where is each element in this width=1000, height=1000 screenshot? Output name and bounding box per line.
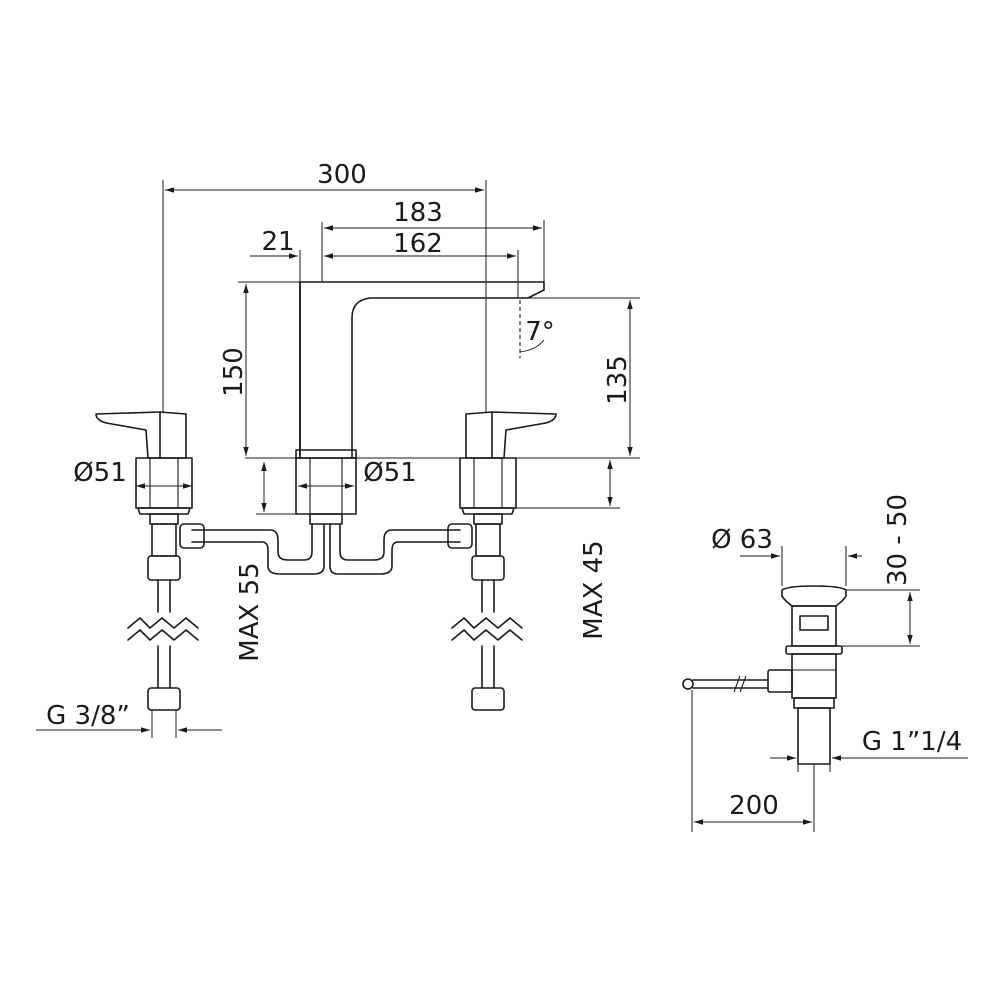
dim-135: 135 bbox=[603, 355, 633, 405]
dim-150: 150 bbox=[219, 347, 249, 397]
left-handle bbox=[95, 411, 193, 525]
dim-183: 183 bbox=[393, 198, 443, 228]
rod-knob bbox=[682, 678, 694, 690]
left-supply-pipe bbox=[127, 523, 199, 711]
dim-g38: G 3/8” bbox=[46, 701, 130, 731]
dim-angle: 7° bbox=[525, 317, 555, 347]
dim-300: 300 bbox=[317, 160, 367, 190]
waste-dimensions: Ø 63 30 - 50 G 1”1/4 200 bbox=[691, 494, 968, 832]
dim-rod-length: 200 bbox=[729, 791, 779, 821]
dim-dia-left: Ø51 bbox=[73, 458, 127, 488]
connecting-hoses bbox=[179, 523, 473, 575]
dim-dia-spout: Ø51 bbox=[363, 458, 417, 488]
spout-body bbox=[295, 281, 545, 525]
tap-dimensions: 300 183 162 21 150 135 7° Ø51 Ø51 bbox=[36, 160, 640, 738]
dim-waste-thread: G 1”1/4 bbox=[862, 727, 962, 757]
dim-162: 162 bbox=[393, 229, 443, 259]
dim-waste-range: 30 - 50 bbox=[883, 494, 913, 586]
right-handle bbox=[459, 411, 557, 525]
pop-up-waste bbox=[682, 585, 847, 765]
right-supply-pipe bbox=[451, 523, 523, 711]
dim-waste-dia: Ø 63 bbox=[711, 525, 773, 555]
angle-arc bbox=[519, 339, 545, 353]
dim-max-45: MAX 45 bbox=[579, 540, 609, 639]
dim-21: 21 bbox=[261, 227, 294, 257]
dim-max-55: MAX 55 bbox=[235, 562, 265, 661]
